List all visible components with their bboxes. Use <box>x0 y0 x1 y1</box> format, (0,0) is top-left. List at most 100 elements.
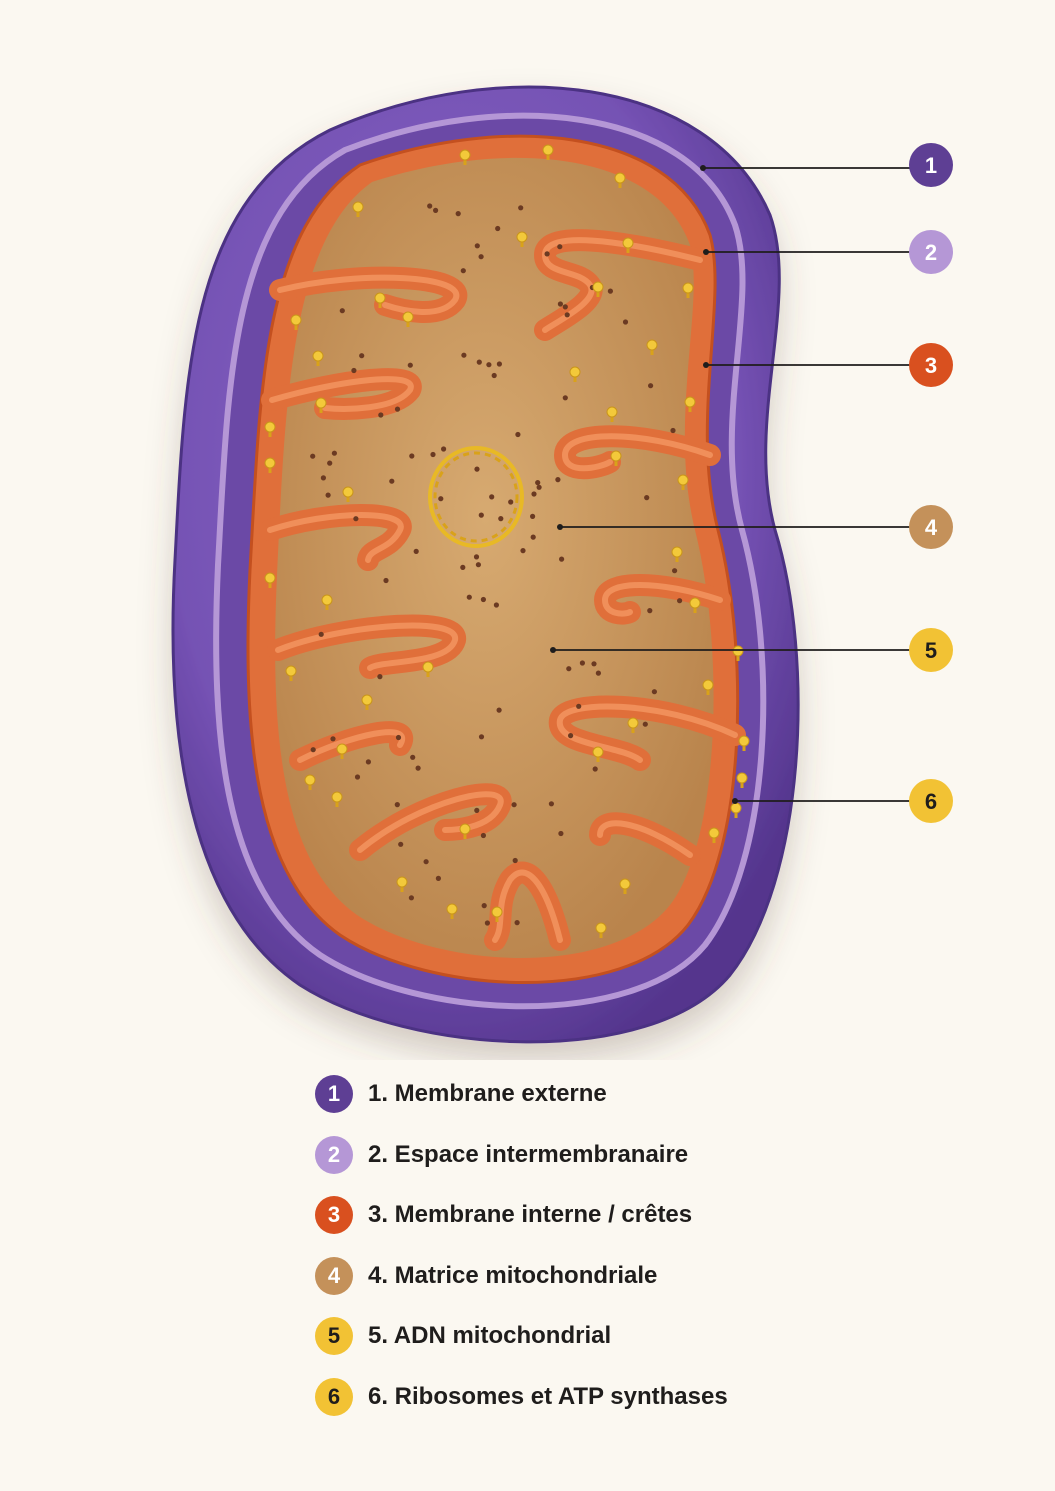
atp-synthase <box>732 645 744 661</box>
legend-badge-1: 1 <box>315 1075 353 1113</box>
ribosome-dot <box>558 830 564 837</box>
atp-synthase <box>264 421 276 437</box>
ribosome-dot <box>476 359 482 365</box>
ribosome-dot <box>508 499 514 505</box>
cristae <box>259 229 746 951</box>
atp-synthase <box>542 144 554 160</box>
ribosome-dot <box>310 453 316 459</box>
atp-synthase <box>610 450 622 466</box>
ribosome-dot <box>353 516 359 522</box>
atp-synthase <box>736 772 748 788</box>
ribosome-group <box>310 203 683 926</box>
ribosome-dot <box>423 859 429 865</box>
ribosome-dot <box>407 362 413 368</box>
callout-4: 4 <box>909 505 953 549</box>
callout-3: 3 <box>909 343 953 387</box>
ribosome-dot <box>591 661 597 667</box>
ribosome-dot <box>535 480 541 486</box>
ribosome-dot <box>536 484 542 490</box>
callout-badge-4 <box>909 505 953 549</box>
ribosome-dot <box>557 301 564 307</box>
ribosome-dot <box>461 352 467 358</box>
ribosome-dot <box>670 427 676 434</box>
callout-number-5: 5 <box>925 638 937 663</box>
ribosome-dot <box>318 631 324 637</box>
callout-6: 6 <box>909 779 953 823</box>
atp-synthase <box>592 746 604 762</box>
ribosome-dot <box>557 244 563 250</box>
ribosome-dot <box>644 495 650 501</box>
ribosome-dot <box>430 451 436 458</box>
callout-badge-1 <box>909 143 953 187</box>
ribosome-dot <box>518 205 524 211</box>
ribosome-dot <box>395 734 402 741</box>
atp-synthase <box>342 486 354 502</box>
ribosome-dot <box>651 689 658 695</box>
atp-synthase <box>321 594 333 610</box>
ribosome-dot <box>647 608 653 614</box>
legend-item-6: 6 6. Ribosomes et ATP synthases <box>315 1377 915 1417</box>
ribosome-dot <box>330 736 336 742</box>
callout-2: 2 <box>909 230 953 274</box>
atp-synthase <box>446 903 458 919</box>
atp-synthase <box>592 281 604 297</box>
legend-item-2: 2 2. Espace intermembranaire <box>315 1135 915 1175</box>
ribosome-dot <box>531 491 537 497</box>
legend: 1 1. Membrane externe 2 2. Espace interm… <box>315 1074 915 1437</box>
ribosome-dot <box>564 312 570 318</box>
atp-synthase <box>491 906 503 922</box>
ribosome-dot <box>493 602 499 608</box>
atp-synthase <box>622 237 634 253</box>
ribosome-dot <box>515 431 521 438</box>
atp-synthase <box>606 406 618 422</box>
ribosome-dot <box>576 703 582 709</box>
ribosome-dot <box>544 251 550 257</box>
ribosome-dot <box>394 802 400 808</box>
legend-label-4: 4. Matrice mitochondriale <box>368 1261 658 1289</box>
ribosome-dot <box>473 554 480 560</box>
ribosome-dot <box>495 225 501 232</box>
ribosome-dot <box>489 494 495 500</box>
ribosome-dot <box>438 496 444 502</box>
ribosome-dot <box>514 920 520 926</box>
atp-synthase <box>619 878 631 894</box>
ribosome-dot <box>559 556 565 562</box>
ribosome-dot <box>354 774 361 780</box>
callout-number-6: 6 <box>925 789 937 814</box>
ribosome-dot <box>498 516 504 522</box>
mitochondrial-dna <box>428 446 524 548</box>
ribosome-dot <box>566 666 572 672</box>
legend-label-6: 6. Ribosomes et ATP synthases <box>368 1382 728 1410</box>
leader-lines <box>553 167 910 802</box>
atp-synthase-group <box>264 144 750 938</box>
ribosome-dot <box>408 895 414 901</box>
ribosome-dot <box>562 304 568 310</box>
ribosome-dot <box>398 841 404 847</box>
legend-badge-2: 2 <box>315 1135 353 1174</box>
ribosome-dot <box>310 747 316 753</box>
atp-synthase <box>264 457 276 473</box>
callout-number-1: 1 <box>925 153 937 178</box>
legend-item-4: 4 4. Matrice mitochondriale <box>315 1256 915 1296</box>
atp-synthase <box>312 350 324 366</box>
ribosome-dot <box>530 513 536 520</box>
atp-synthase <box>569 366 581 382</box>
atp-synthase <box>290 314 302 330</box>
atp-synthase <box>682 282 694 298</box>
ribosome-dot <box>474 466 480 472</box>
ribosome-dot <box>435 875 441 882</box>
atp-synthase <box>396 876 408 892</box>
ribosome-dot <box>377 674 383 680</box>
mitochondrion-diagram: 1 2 3 4 5 6 <box>171 85 953 1044</box>
legend-label-2: 2. Espace intermembranaire <box>368 1140 689 1168</box>
legend-item-3: 3 3. Membrane interne / crêtes <box>315 1195 915 1235</box>
atp-synthase <box>285 665 297 681</box>
atp-synthase <box>331 791 343 807</box>
atp-synthase <box>646 339 658 355</box>
ribosome-dot <box>592 766 598 772</box>
ribosome-dot <box>475 562 481 568</box>
atp-synthase <box>315 397 327 413</box>
ribosome-dot <box>607 288 614 294</box>
ribosome-dot <box>622 319 629 325</box>
atp-synthase <box>516 231 528 247</box>
